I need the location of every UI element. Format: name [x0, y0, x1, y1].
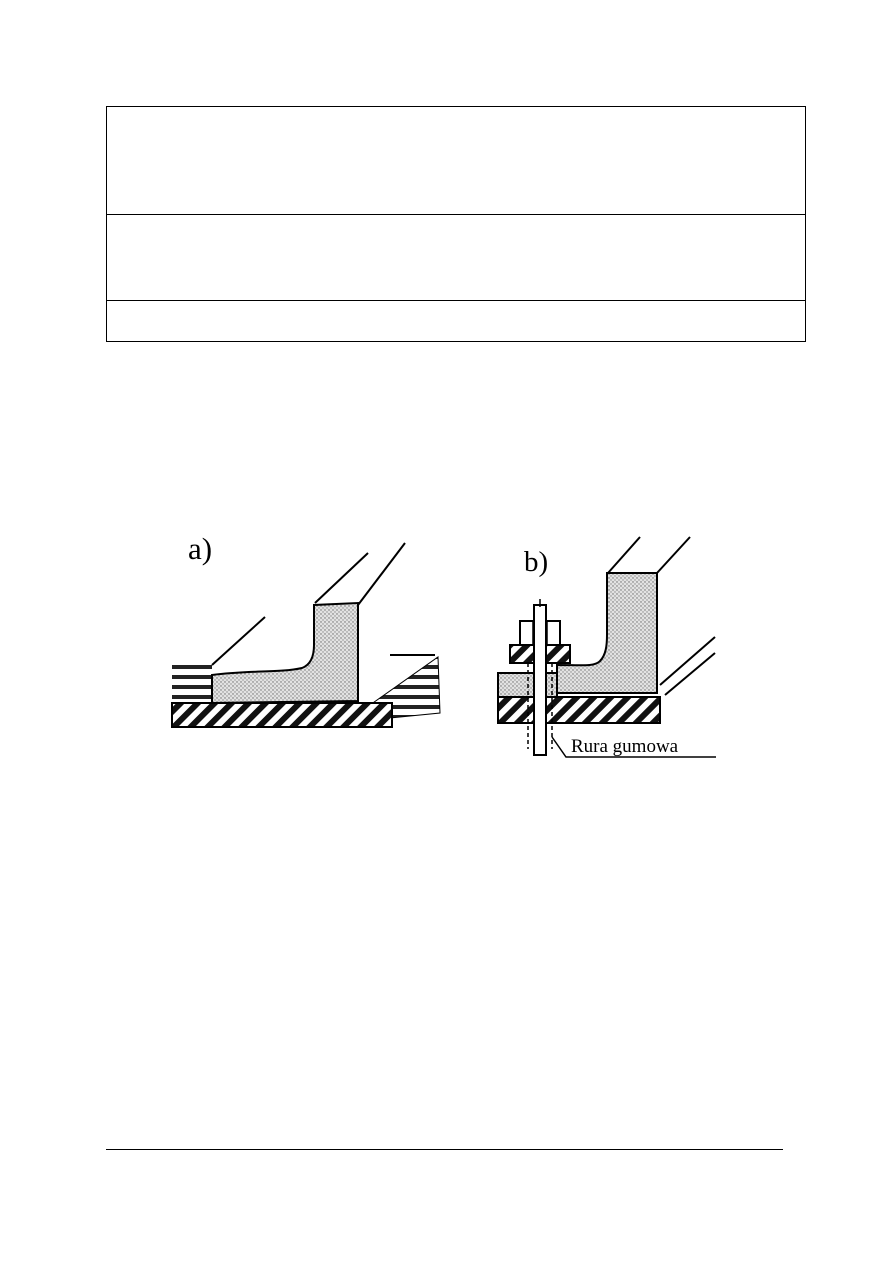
figure-drawing — [171, 536, 716, 758]
table-row — [107, 301, 805, 341]
table-row — [107, 215, 805, 301]
figure-b-drawing — [497, 536, 716, 758]
figure-a-drawing — [171, 542, 441, 728]
callout-label: Rura gumowa — [571, 736, 679, 757]
figure-label-a: a) — [188, 531, 213, 566]
figure-label-b: b) — [524, 546, 549, 578]
empty-form-table — [106, 106, 806, 342]
footer-divider — [106, 1149, 783, 1150]
table-row — [107, 107, 805, 215]
technical-figure: a) b) Rura gumowa — [100, 525, 800, 795]
